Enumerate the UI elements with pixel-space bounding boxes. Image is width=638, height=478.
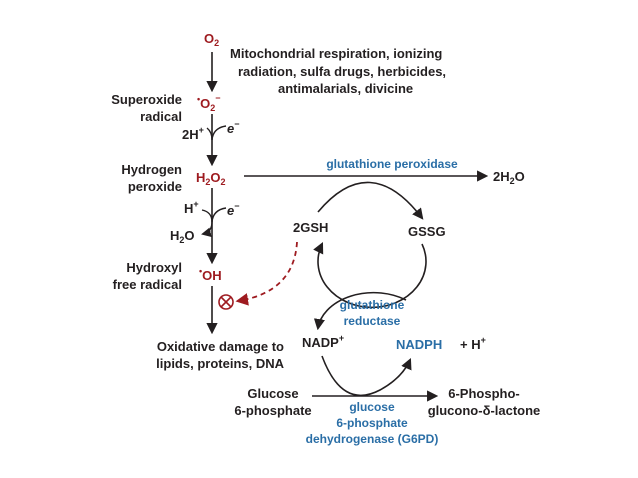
hydroxyl-label-line-2: free radical bbox=[113, 277, 182, 292]
glucose-6-phosphate-line-1: Glucose bbox=[247, 386, 298, 401]
two-water-label: 2H2O bbox=[493, 169, 525, 186]
glutathione-reductase-line-1: glutathione bbox=[340, 298, 405, 312]
glutathione-protection-arrow bbox=[235, 241, 298, 306]
reduced-glutathione-label: 2GSH bbox=[293, 220, 328, 235]
phosphogluconolactone-line-1: 6-Phospho- bbox=[448, 386, 520, 401]
plus-h-label: + H+ bbox=[460, 335, 486, 352]
water-label: H2O bbox=[170, 228, 195, 245]
hydroxyl-label-line-1: Hydroxyl bbox=[126, 260, 182, 275]
superoxide-label-line-1: Superoxide bbox=[111, 92, 182, 107]
superoxide-label-line-2: radical bbox=[140, 109, 182, 124]
hydrogen-label-line-1: Hydrogen bbox=[121, 162, 182, 177]
nadp-label: NADP+ bbox=[302, 333, 344, 350]
phosphogluconolactone-line-2: glucono-δ-lactone bbox=[428, 403, 541, 418]
curve-water-out bbox=[201, 221, 213, 238]
inhibition-icon bbox=[218, 294, 234, 310]
gssg-to-gsh-arc bbox=[313, 241, 427, 309]
electron-label-2: e− bbox=[227, 201, 240, 218]
two-h-plus-label: 2H+ bbox=[182, 125, 204, 142]
hydroxyl-radical-species: •OH bbox=[199, 266, 222, 283]
nadp-to-nadph-arc bbox=[321, 355, 412, 397]
hydrogen-peroxide-species: H2O2 bbox=[196, 170, 226, 187]
damage-label-line-1: Oxidative damage to bbox=[157, 339, 284, 354]
glutathione-reductase-line-2: reductase bbox=[344, 314, 401, 328]
g6pd-label-line-2: 6-phosphate bbox=[336, 416, 408, 430]
curve-electron-in bbox=[211, 125, 227, 141]
hydrogen-label-line-2: peroxide bbox=[128, 179, 182, 194]
oxidized-glutathione-label: GSSG bbox=[408, 224, 446, 239]
oxygen-label: O2 bbox=[204, 31, 219, 48]
glutathione-peroxidase-label: glutathione peroxidase bbox=[326, 157, 458, 171]
curve-electron-in-2 bbox=[211, 207, 227, 223]
sources-line-1: Mitochondrial respiration, ionizing bbox=[230, 46, 442, 61]
damage-label-line-2: lipids, proteins, DNA bbox=[156, 356, 284, 371]
glucose-6-phosphate-line-2: 6-phosphate bbox=[234, 403, 311, 418]
sources-line-2: radiation, sulfa drugs, herbicides, bbox=[238, 64, 446, 79]
electron-label-1: e− bbox=[227, 119, 240, 136]
curve-h-in bbox=[201, 209, 213, 223]
superoxide-species: •O2− bbox=[197, 93, 221, 113]
g6pd-label-line-3: dehydrogenase (G6PD) bbox=[306, 432, 439, 446]
nadph-label: NADPH bbox=[396, 337, 442, 352]
h-plus-label: H+ bbox=[184, 199, 199, 216]
gsh-to-gssg-arc bbox=[317, 181, 424, 220]
sources-line-3: antimalarials, divicine bbox=[278, 81, 413, 96]
nadph-to-nadp-arc bbox=[313, 291, 407, 331]
g6pd-label-line-1: glucose bbox=[349, 400, 395, 414]
